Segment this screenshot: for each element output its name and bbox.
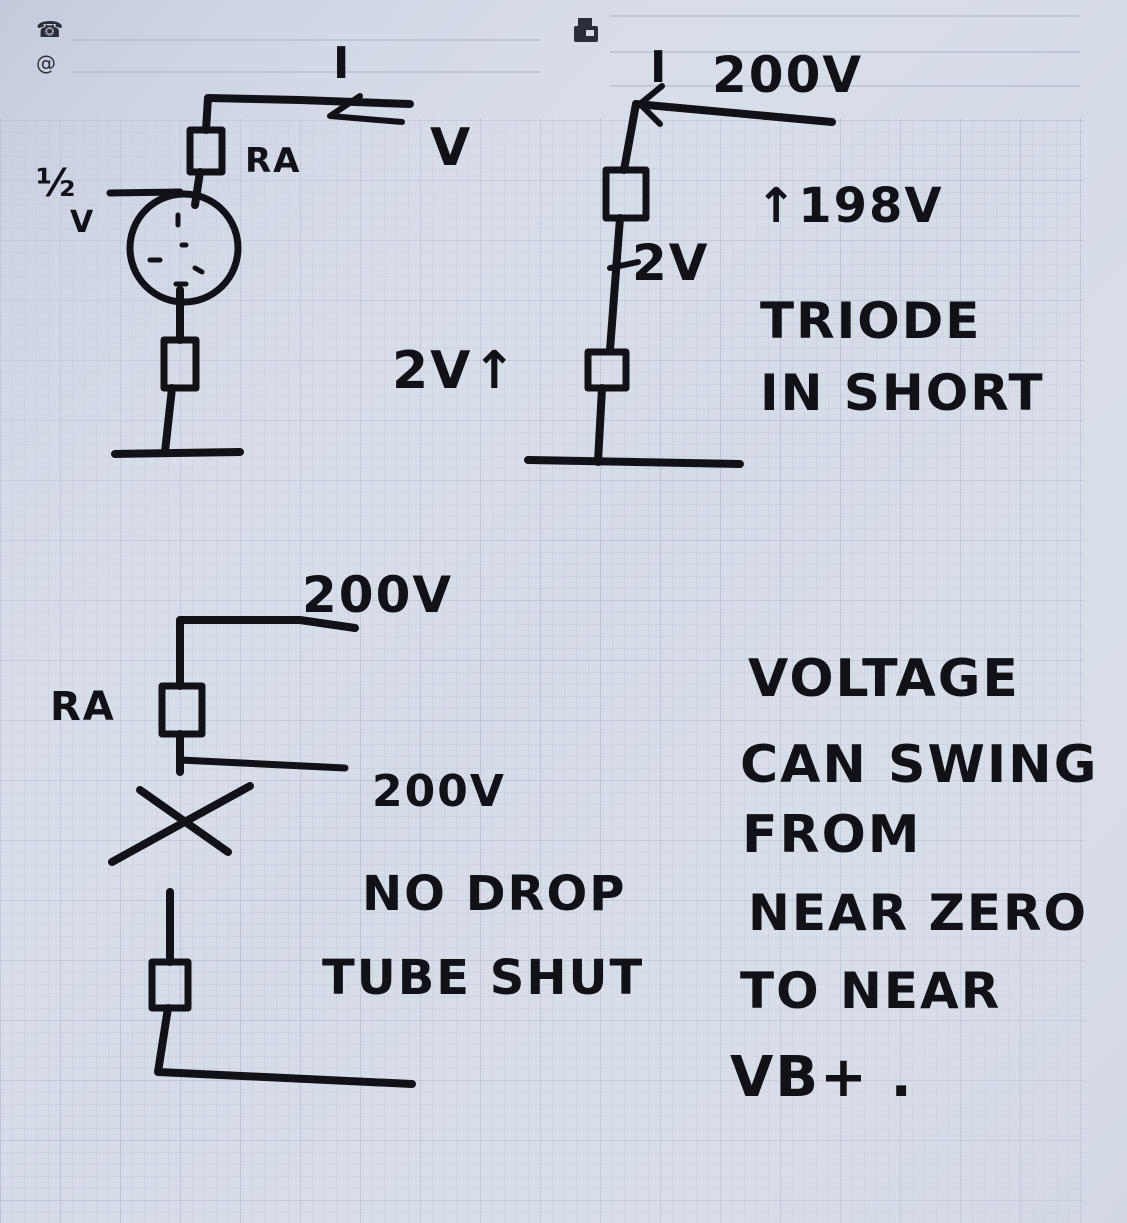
note-line-1: VOLTAGE — [748, 649, 1020, 709]
header-lines — [70, 15, 1080, 87]
note-line-5: TO NEAR — [740, 962, 1001, 1020]
d2-cathode-label: 2V↑ — [392, 341, 518, 401]
d2-current-label: I — [650, 42, 668, 93]
note-line-3: FROM — [742, 805, 922, 865]
note-line-6: VB+ . — [730, 1045, 914, 1110]
diagram-triode-in-short: I 200V ↑198V 2V 2V↑ TRIODE IN SHORT — [392, 42, 1045, 468]
d1-resistor-label: RA — [245, 141, 302, 181]
d1-voltage-label: V — [430, 118, 472, 178]
note-line-2: CAN SWING — [740, 735, 1098, 795]
at-sign-icon: @ — [36, 51, 56, 75]
d3-resistor-label: RA — [50, 684, 116, 730]
diagram-triode-circuit: I V RA ½ V — [36, 38, 472, 458]
d1-current-label: I — [333, 38, 351, 89]
d3-caption-line1: NO DROP — [362, 866, 626, 922]
d2-mid-label: 2V — [632, 234, 710, 292]
phone-icon: ☎ — [36, 18, 63, 43]
note-line-4: NEAR ZERO — [748, 884, 1088, 942]
d1-grid-label-top: ½ — [36, 161, 77, 205]
d3-supply-label: 200V — [302, 566, 453, 624]
diagram-tube-shut: 200V RA 200V NO DROP TUBE SHUT — [50, 566, 644, 1088]
d2-drop-label: ↑198V — [756, 178, 944, 234]
d3-anode-label: 200V — [372, 766, 506, 817]
d2-caption-line1: TRIODE — [760, 292, 981, 350]
fax-icon — [574, 18, 598, 42]
d2-supply-label: 200V — [712, 46, 863, 104]
d1-grid-label-bottom: V — [70, 205, 95, 240]
d3-caption-line2: TUBE SHUT — [322, 950, 644, 1006]
voltage-swing-notes: VOLTAGE CAN SWING FROM NEAR ZERO TO NEAR… — [730, 649, 1098, 1110]
d2-caption-line2: IN SHORT — [760, 364, 1045, 422]
